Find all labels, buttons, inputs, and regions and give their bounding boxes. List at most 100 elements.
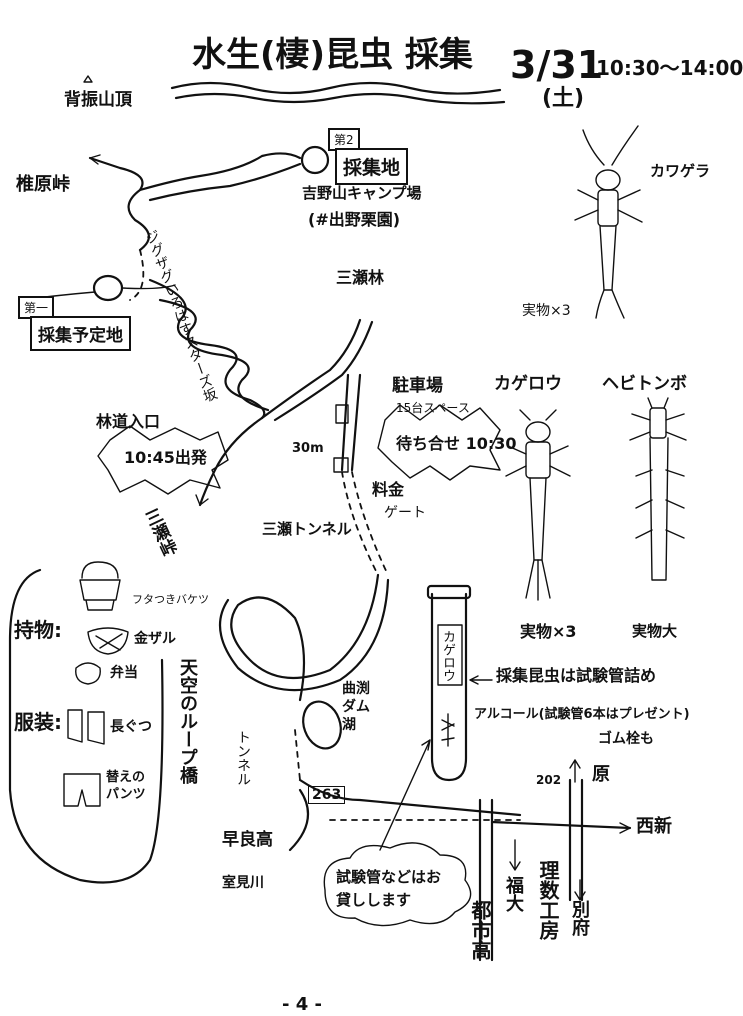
lending-cloud: [323, 842, 472, 927]
nishishin-arrow: [619, 822, 631, 834]
site2-label-box: 採集地: [335, 148, 409, 185]
tube-insect-drawing: [441, 713, 455, 747]
forest-entrance-starburst: [97, 425, 229, 495]
test-tube-label: カゲロウ: [440, 630, 455, 682]
road-to-site2-b: [148, 162, 302, 202]
mise-tunnel-dashed: [341, 471, 389, 576]
colander-icon: [87, 627, 129, 655]
kawagera-drawing: [574, 125, 643, 319]
mise-forest-label: 三瀬林: [336, 268, 385, 287]
tunnel-label: トンネル: [235, 730, 251, 786]
clothes-item-boots: 長ぐつ: [110, 719, 152, 735]
forest-road-arrow: [195, 494, 209, 506]
site2-number: 第2: [334, 133, 354, 147]
mountain-label: 背振山頂: [64, 90, 132, 110]
belongings-item-bento: 弁当: [110, 665, 138, 681]
hairpin-road: [148, 278, 266, 420]
beppu-arrow: [574, 879, 586, 901]
forest-road-label: 林道入口: [96, 412, 161, 431]
site1-label-box: 採集予定地: [30, 316, 131, 351]
fukudai-label: 福大: [503, 876, 524, 912]
route263-label: 263: [308, 786, 346, 804]
title-wave-underline: [170, 81, 502, 95]
sky-loop-bridge-b: [218, 578, 390, 692]
distance-label: 30m: [292, 441, 324, 456]
meetup-starburst: [377, 404, 501, 481]
toshiko-label: 都市高: [468, 900, 492, 960]
parking-label: 駐車場: [392, 376, 443, 396]
page-title: 水生(棲)昆虫 採集: [192, 35, 473, 75]
camp-label: 吉野山キャンプ場: [302, 184, 422, 202]
hebitonbo-label: ヘビトンボ: [602, 374, 687, 394]
belongings-item-colander: 金ザル: [134, 631, 176, 647]
lake-outline: [302, 700, 342, 750]
city-main-east-road: [490, 820, 632, 830]
nishishin-label: 西新: [636, 816, 672, 837]
toll-gate-marker: [333, 457, 349, 473]
kawagera-label: カワゲラ: [650, 162, 711, 180]
bucket-icon: [79, 561, 121, 611]
test-tube-cap: [426, 584, 472, 600]
parking-marker: [335, 404, 349, 424]
clothes-heading: 服装:: [14, 710, 62, 734]
sky-loop-label: 天空のループ橋: [177, 658, 198, 784]
city-vertical-road-1: [478, 798, 494, 962]
rubber-stopper-note: ゴム栓も: [598, 731, 654, 747]
test-tube-label-box: [437, 624, 463, 686]
bento-icon: [75, 662, 101, 685]
road-to-shiibaru: [88, 156, 150, 252]
event-date: 3/31: [510, 43, 604, 87]
test-tube: [430, 592, 468, 782]
route263-road: [288, 778, 522, 852]
harara-label: 原: [592, 764, 610, 785]
road-shiibaru-arrow: [89, 154, 101, 165]
sawara-high-label: 早良高: [222, 830, 273, 850]
route202-label: 202: [536, 773, 562, 787]
event-weekday: (土): [542, 86, 585, 111]
clothes-item-pants: 替えのパンツ: [106, 770, 146, 802]
event-time: 10:30〜14:00: [596, 56, 743, 80]
pants-icon: [63, 773, 101, 807]
toll-label: 料金: [372, 480, 405, 499]
map-page: 水生(棲)昆虫 採集 3/31 (土) 10:30〜14:00 背振山頂 椎原峠…: [8, 35, 743, 1015]
shiibaru-pass-label: 椎原峠: [16, 174, 70, 195]
mise-tunnel-label: 三瀬トンネル: [262, 520, 352, 538]
kawagera-scale: 実物×3: [522, 303, 571, 319]
mountain-marker-icon: [83, 75, 93, 83]
tube-arrow: [469, 675, 493, 685]
boots-icon: [67, 709, 105, 745]
kagerou-scale: 実物×3: [520, 622, 577, 641]
site2-label: 採集地: [343, 157, 401, 179]
page-number: - 4 -: [282, 994, 322, 1015]
site2-circle: [300, 145, 330, 175]
belongings-heading: 持物:: [14, 618, 62, 642]
trail-dotted: [129, 249, 145, 301]
hebitonbo-scale: 実物大: [632, 622, 678, 640]
site1-circle: [92, 274, 124, 302]
lake-label: 曲渕ダム湖: [342, 681, 370, 734]
alcohol-note: アルコール(試験管6本はプレゼント): [474, 707, 690, 722]
camp-sub-label: (#出野栗園): [308, 210, 401, 229]
route202-arrow: [569, 759, 581, 783]
test-tube-note: 採集昆虫は試験管詰め: [496, 666, 657, 685]
meetup-label: 待ち合せ 10:30: [396, 434, 517, 453]
lending-note: 試験管などはお貸しします: [336, 868, 442, 909]
belongings-item-bucket: フタつきバケツ: [132, 593, 209, 606]
hairpin-road-b: [158, 298, 270, 412]
main-road: [260, 318, 362, 420]
parking-sub-label: 15台スペース: [396, 401, 470, 415]
muromi-river-label: 室見川: [222, 875, 264, 891]
forest-departure-time: 10:45出発: [124, 448, 207, 467]
toll-gate-label: ゲート: [384, 505, 426, 521]
lending-arrow: [379, 739, 431, 851]
rikasu-label: 理数工房: [536, 860, 560, 940]
title-wave-underline-2: [174, 92, 506, 105]
site1-label: 採集予定地: [38, 326, 123, 346]
fukudai-arrow: [509, 839, 521, 871]
lower-tunnel-dashed: [294, 729, 301, 781]
road-to-site2: [138, 152, 302, 192]
beppu-label: 別府: [569, 900, 590, 936]
site1-number: 第一: [24, 301, 49, 315]
main-road-b: [273, 320, 374, 422]
city-vertical-road-2: [568, 778, 584, 902]
